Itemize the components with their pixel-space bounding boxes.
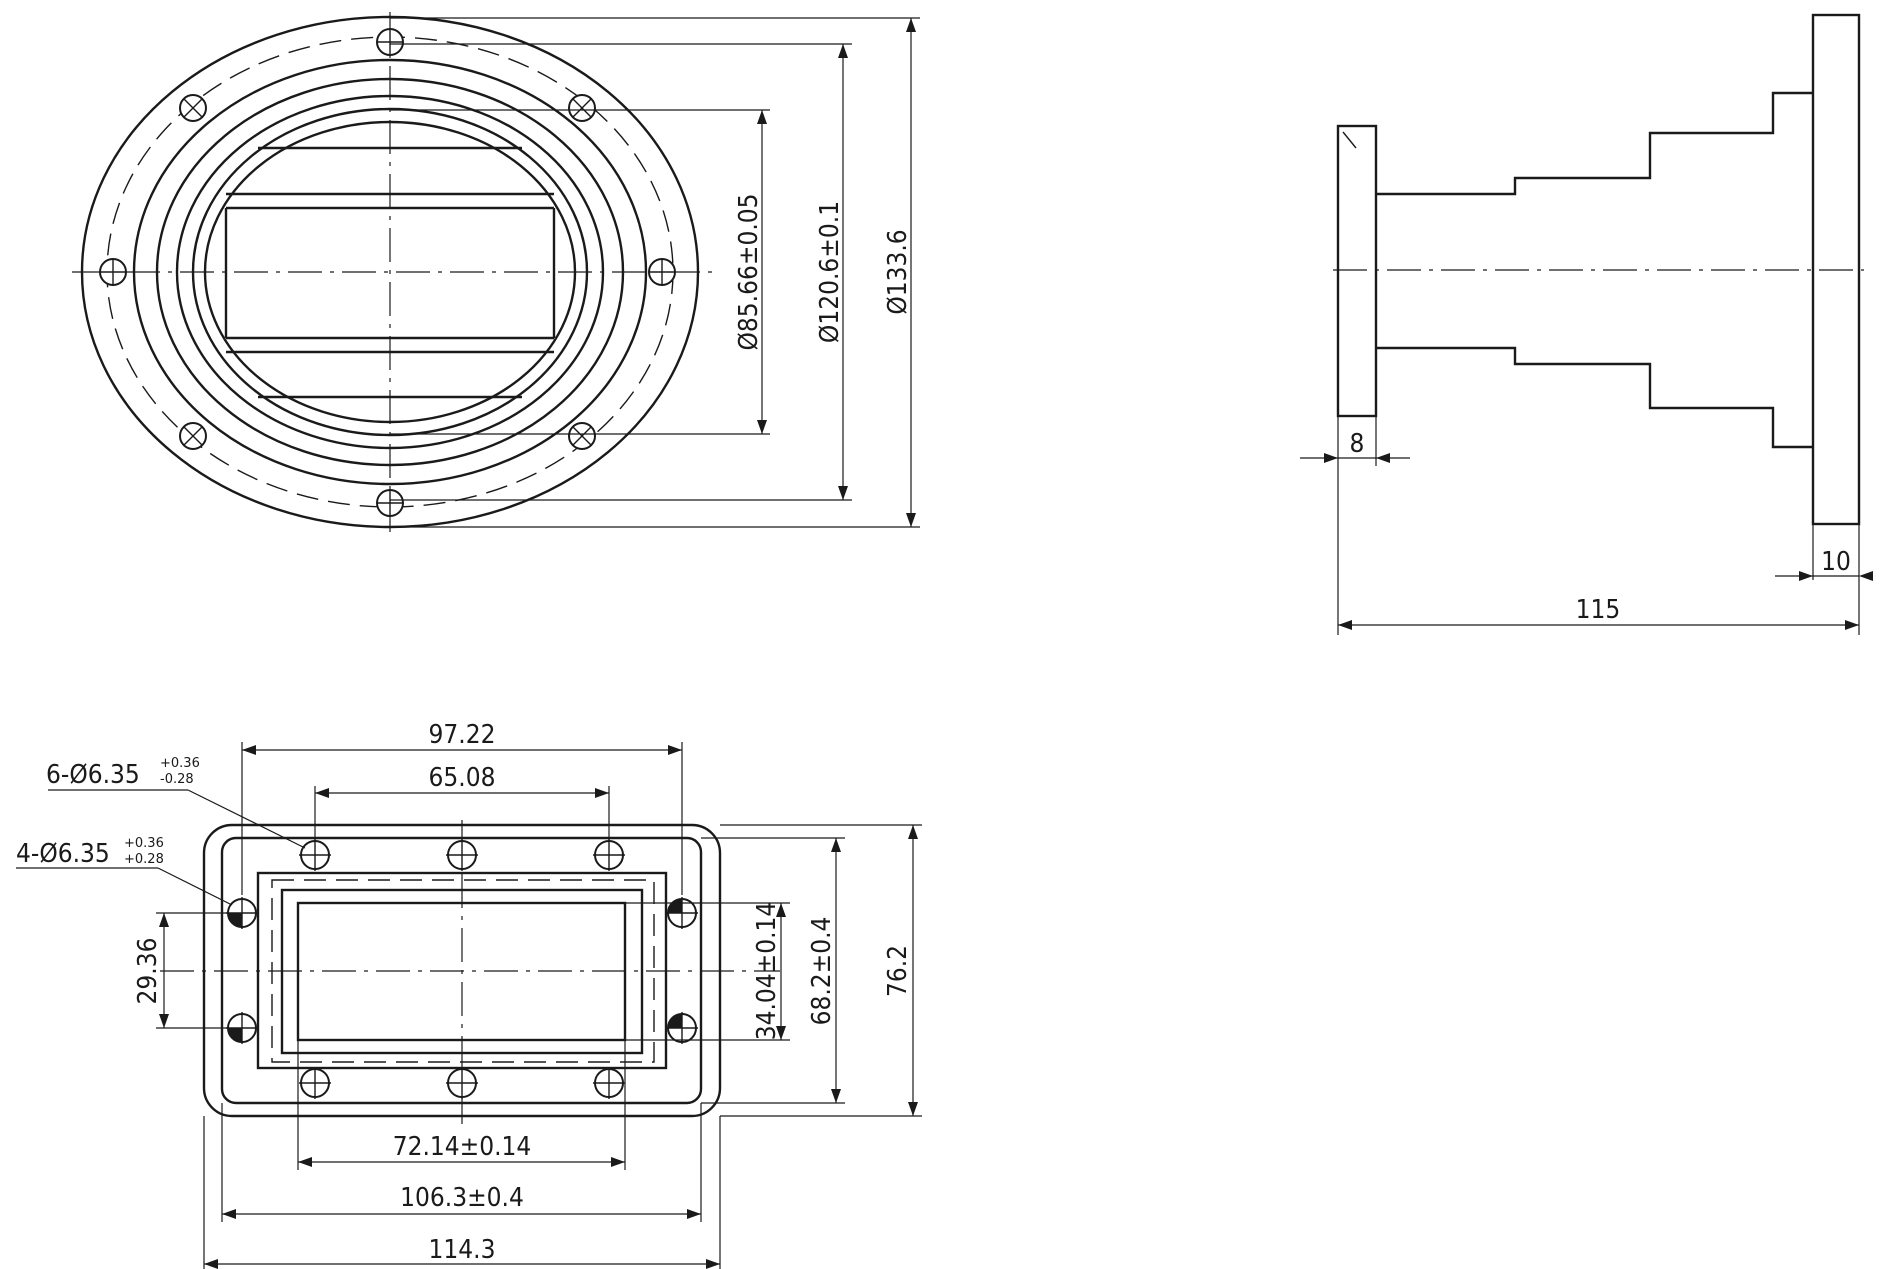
side-bolt-hole <box>226 897 258 929</box>
dim-diameter-120: Ø120.6±0.1 <box>815 201 845 343</box>
bolt-hole <box>593 1067 625 1099</box>
side-bolt-hole <box>666 897 698 929</box>
bolt-hole <box>299 1067 331 1099</box>
top-view: Ø85.66±0.05 Ø120.6±0.1 Ø133.6 <box>72 12 920 534</box>
dim-diameter-85: Ø85.66±0.05 <box>734 193 764 350</box>
bolt-hole <box>376 489 404 517</box>
bolt-hole <box>446 839 478 871</box>
dim-flange-height: 76.2 <box>883 945 913 997</box>
callout-6-lower-tol: -0.28 <box>160 772 194 787</box>
dim-flange-inner-width: 106.3±0.4 <box>400 1183 524 1213</box>
callout-6-upper-tol: +0.36 <box>160 756 200 771</box>
dim-vertical-hole-spacing: 29.36 <box>133 938 163 1005</box>
bolt-hole <box>376 28 404 56</box>
callout-4-holes: 4-Ø6.35 <box>16 839 110 869</box>
side-bolt-hole <box>666 1012 698 1044</box>
bolt-hole <box>299 839 331 871</box>
dim-left-flange: 8 <box>1350 429 1365 459</box>
bolt-hole <box>593 839 625 871</box>
stepped-body-top <box>1376 91 1813 196</box>
dim-flange-width: 114.3 <box>429 1235 496 1265</box>
dim-hole-spacing-inner: 65.08 <box>429 763 496 793</box>
dim-diameter-133: Ø133.6 <box>883 229 913 314</box>
dim-flange-inner-height: 68.2±0.4 <box>807 917 837 1026</box>
bolt-hole <box>568 94 596 122</box>
bolt-hole <box>568 422 596 450</box>
bolt-hole <box>99 258 127 286</box>
right-flange <box>1811 13 1861 526</box>
side-bolt-hole <box>226 1012 258 1044</box>
left-flange <box>1336 124 1378 418</box>
bolt-hole <box>446 1067 478 1099</box>
bolt-hole <box>179 94 207 122</box>
callout-6-holes: 6-Ø6.35 <box>46 760 140 790</box>
bolt-hole <box>179 422 207 450</box>
dim-inner-width: 72.14±0.14 <box>393 1132 532 1162</box>
dim-hole-spacing-outer: 97.22 <box>429 720 496 750</box>
dim-right-flange: 10 <box>1821 547 1851 577</box>
bolt-hole <box>648 258 676 286</box>
side-view: 8 10 115 <box>1300 13 1873 635</box>
dim-overall-length: 115 <box>1576 595 1621 625</box>
dim-inner-height: 34.04±0.14 <box>752 902 782 1041</box>
callout-4-lower-tol: +0.28 <box>124 852 164 867</box>
front-view: 97.22 65.08 6-Ø6.35 +0.36 -0.28 4-Ø6.35 … <box>16 720 922 1269</box>
stepped-body-bottom <box>1376 346 1813 449</box>
callout-4-upper-tol: +0.36 <box>124 836 164 851</box>
